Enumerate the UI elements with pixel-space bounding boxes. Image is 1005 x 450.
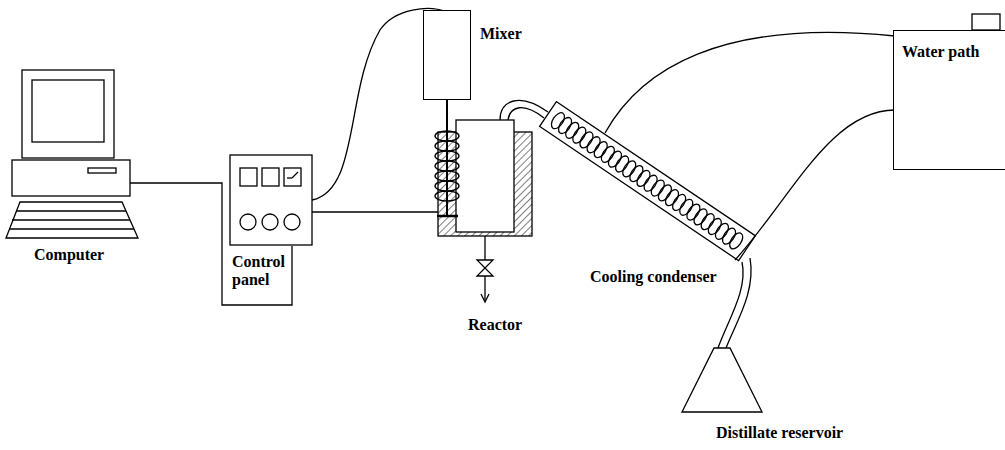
part-name: Control panel xyxy=(232,253,302,290)
water-hose xyxy=(735,110,895,260)
coil-winding xyxy=(563,120,581,141)
coil-winding xyxy=(706,216,724,237)
coil-winding xyxy=(713,221,731,242)
coil-winding xyxy=(435,191,459,201)
coil-winding xyxy=(670,192,688,213)
coil-winding xyxy=(641,173,659,194)
coil-winding xyxy=(663,187,681,208)
coil-winding xyxy=(435,171,459,181)
flask-symbol xyxy=(682,348,762,412)
distillate-tube xyxy=(726,258,751,348)
node-label: Mixer xyxy=(480,25,522,43)
coil-winding xyxy=(720,226,738,247)
coil-winding xyxy=(599,144,617,165)
part-name: Distillate reservoir xyxy=(716,424,843,442)
coil-winding xyxy=(592,139,610,160)
coil-winding xyxy=(677,197,695,218)
part-name: Computer xyxy=(34,246,104,264)
coil-winding xyxy=(627,163,645,184)
water-bath-lid xyxy=(972,14,1000,30)
control-panel-symbol xyxy=(230,155,312,245)
coil-winding xyxy=(435,151,459,161)
coil-winding xyxy=(570,125,588,146)
computer-symbol xyxy=(6,70,138,238)
distillate-tube xyxy=(718,262,743,348)
coil-winding xyxy=(698,211,716,232)
node-label: Water path xyxy=(894,31,1005,61)
part-name: Reactor xyxy=(468,316,522,334)
coil-winding xyxy=(606,149,624,170)
coil-winding xyxy=(435,161,459,171)
coil-winding xyxy=(656,183,674,204)
coil-winding xyxy=(435,181,459,191)
coil-winding xyxy=(549,110,567,131)
coil-winding xyxy=(584,134,602,155)
water-hose xyxy=(605,32,895,133)
power-cable xyxy=(312,211,438,212)
coil-winding xyxy=(684,202,702,223)
coil-winding xyxy=(556,115,574,136)
coil-winding xyxy=(727,231,745,252)
coil-winding xyxy=(435,131,459,141)
coil-winding xyxy=(613,154,631,175)
mixer-box: Mixer xyxy=(423,10,471,100)
reactor-vessel xyxy=(435,100,532,302)
coil-winding xyxy=(620,159,638,180)
coil-winding xyxy=(634,168,652,189)
water-bath-box: Water path xyxy=(893,30,1005,170)
coil-winding xyxy=(691,207,709,228)
coil-winding xyxy=(577,130,595,151)
coil-winding xyxy=(435,141,459,151)
condenser-tube xyxy=(540,102,756,261)
part-name: Cooling condenser xyxy=(590,268,717,286)
coil-winding xyxy=(649,178,667,199)
